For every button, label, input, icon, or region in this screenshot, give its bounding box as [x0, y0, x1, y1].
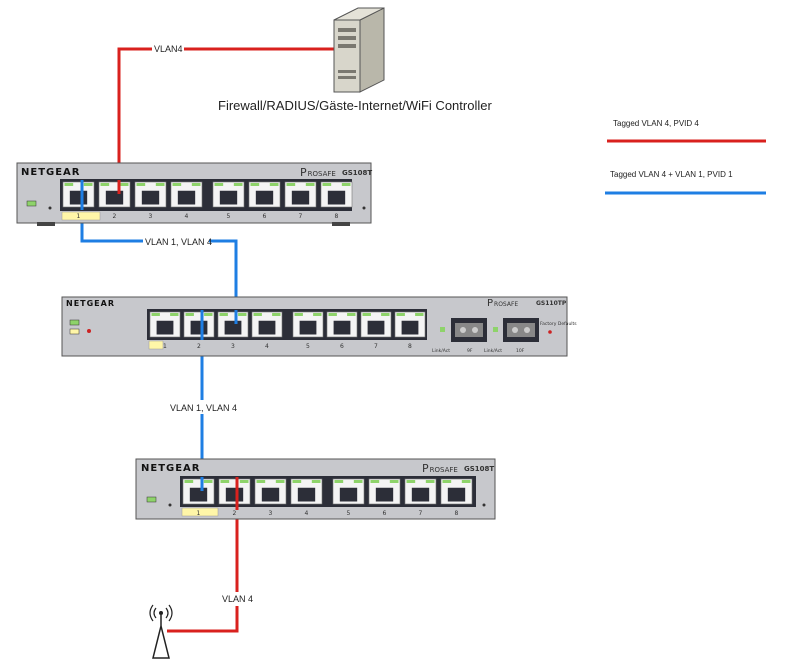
switch-3: NETGEAR PROSAFE GS108T 1 2 3 4 5 6 7 8 [135, 458, 496, 520]
link-label-switch1-switch2: VLAN 1, VLAN 4 [145, 237, 212, 247]
switch-3-port-3: 3 [254, 478, 287, 517]
switch-3-series: PROSAFE [422, 462, 458, 475]
port-number-label: 1 [163, 343, 167, 350]
switch-2: NETGEAR PROSAFE GS110TP 1 2 3 4 5 6 7 8 Link/Ac… [61, 296, 577, 357]
server: Firewall/RADIUS/Gäste-Internet/WiFi Cont… [218, 7, 492, 113]
switch-2-port-4: 4 [251, 311, 283, 350]
switch-2-series: PROSAFE [487, 298, 518, 309]
port-number-label: 6 [383, 510, 387, 517]
switch-2-port-5: 5 [292, 311, 324, 350]
switch-3-model: GS108T [464, 465, 494, 473]
switch-3-port-8: 8 [440, 478, 473, 517]
access-point-icon [149, 604, 173, 659]
cable-labels: VLAN4 VLAN 1, VLAN 4 VLAN 1, VLAN 4 VLAN… [143, 41, 254, 606]
switch-1-brand: NETGEAR [21, 167, 81, 178]
port-number-label: 1 [77, 213, 81, 220]
port-number-label: 8 [335, 213, 339, 220]
link-label-switch2-switch3: VLAN 1, VLAN 4 [170, 403, 237, 413]
switch-3-port-4: 4 [290, 478, 323, 517]
port-number-label: 7 [374, 343, 378, 350]
legend-item-vlan1-vlan4: Tagged VLAN 4 + VLAN 1, PVID 1 [605, 170, 766, 195]
port-number-label: 6 [263, 213, 267, 220]
switch-3-brand: NETGEAR [141, 463, 201, 474]
port-number-label: 5 [306, 343, 310, 350]
switch-2-port-1: 1 [149, 311, 181, 350]
switch-1-port-5: 5 [212, 181, 245, 220]
cable-switch3-to-ap [167, 491, 239, 633]
switch-1-port-8: 8 [320, 181, 353, 220]
switch-3-port-5: 5 [332, 478, 365, 517]
switch-1-ports: 1 2 3 4 5 6 7 8 [62, 181, 353, 220]
port-number-label: 2 [113, 213, 117, 220]
cable-server-to-switch1 [117, 47, 334, 194]
switch-1-port-4: 4 [170, 181, 203, 220]
switch-2-port-8: 8 [394, 311, 426, 350]
legend: Tagged VLAN 4, PVID 4 Tagged VLAN 4 + VL… [605, 119, 766, 195]
port-number-label: 5 [347, 510, 351, 517]
switch-1-port-3: 3 [134, 181, 167, 220]
switch-2-model: GS110TP [536, 300, 567, 307]
switch-2-brand: NETGEAR [66, 299, 115, 308]
legend-item-vlan4: Tagged VLAN 4, PVID 4 [607, 119, 766, 143]
switch-2-ports: 1 2 3 4 5 6 7 8 [149, 311, 426, 350]
switch-2-sfp-ports: Link/Act 9F Link/Act 10F [432, 318, 539, 354]
switch-3-port-1: 1 [182, 478, 215, 517]
switch-2-port-6: 6 [326, 311, 358, 350]
switch-3-port-2: 2 [218, 478, 251, 517]
factory-defaults-label: Factory Defaults [540, 321, 577, 327]
legend-label-vlan1-vlan4: Tagged VLAN 4 + VLAN 1, PVID 1 [610, 170, 733, 179]
switch-2-port-7: 7 [360, 311, 392, 350]
port-number-label: 5 [227, 213, 231, 220]
port-number-label: 7 [419, 510, 423, 517]
switch-1: NETGEAR PROSAFE GS108T 1 2 3 4 5 6 7 8 [16, 162, 372, 226]
port-number-label: 6 [340, 343, 344, 350]
port-number-label: 7 [299, 213, 303, 220]
server-icon [333, 7, 385, 93]
sfp-label-4: 10F [516, 348, 525, 354]
link-label-server-switch1: VLAN4 [154, 44, 183, 54]
switch-1-port-7: 7 [284, 181, 317, 220]
server-label: Firewall/RADIUS/Gäste-Internet/WiFi Cont… [218, 98, 492, 113]
port-number-label: 1 [197, 510, 201, 517]
switch-1-port-2: 2 [98, 181, 131, 220]
port-number-label: 3 [269, 510, 273, 517]
port-number-label: 3 [231, 343, 235, 350]
access-point [149, 604, 173, 659]
port-number-label: 8 [408, 343, 412, 350]
switch-3-port-6: 6 [368, 478, 401, 517]
sfp-label-2: 9F [467, 348, 473, 354]
switch-1-model: GS108T [342, 169, 372, 177]
port-number-label: 4 [265, 343, 269, 350]
switch-1-series: PROSAFE [300, 166, 336, 179]
switch-2-port-3: 3 [217, 311, 249, 350]
port-number-label: 2 [233, 510, 237, 517]
port-number-label: 8 [455, 510, 459, 517]
switch-1-port-6: 6 [248, 181, 281, 220]
cable-plugs [80, 180, 239, 510]
switch-3-ports: 1 2 3 4 5 6 7 8 [182, 478, 473, 517]
legend-label-vlan4: Tagged VLAN 4, PVID 4 [613, 119, 699, 128]
port-number-label: 3 [149, 213, 153, 220]
port-number-label: 4 [185, 213, 189, 220]
sfp-label-1: Link/Act [432, 348, 450, 354]
port-number-label: 2 [197, 343, 201, 350]
switch-3-port-7: 7 [404, 478, 437, 517]
port-number-label: 4 [305, 510, 309, 517]
sfp-label-3: Link/Act [484, 348, 502, 354]
link-label-switch3-ap: VLAN 4 [222, 594, 253, 604]
